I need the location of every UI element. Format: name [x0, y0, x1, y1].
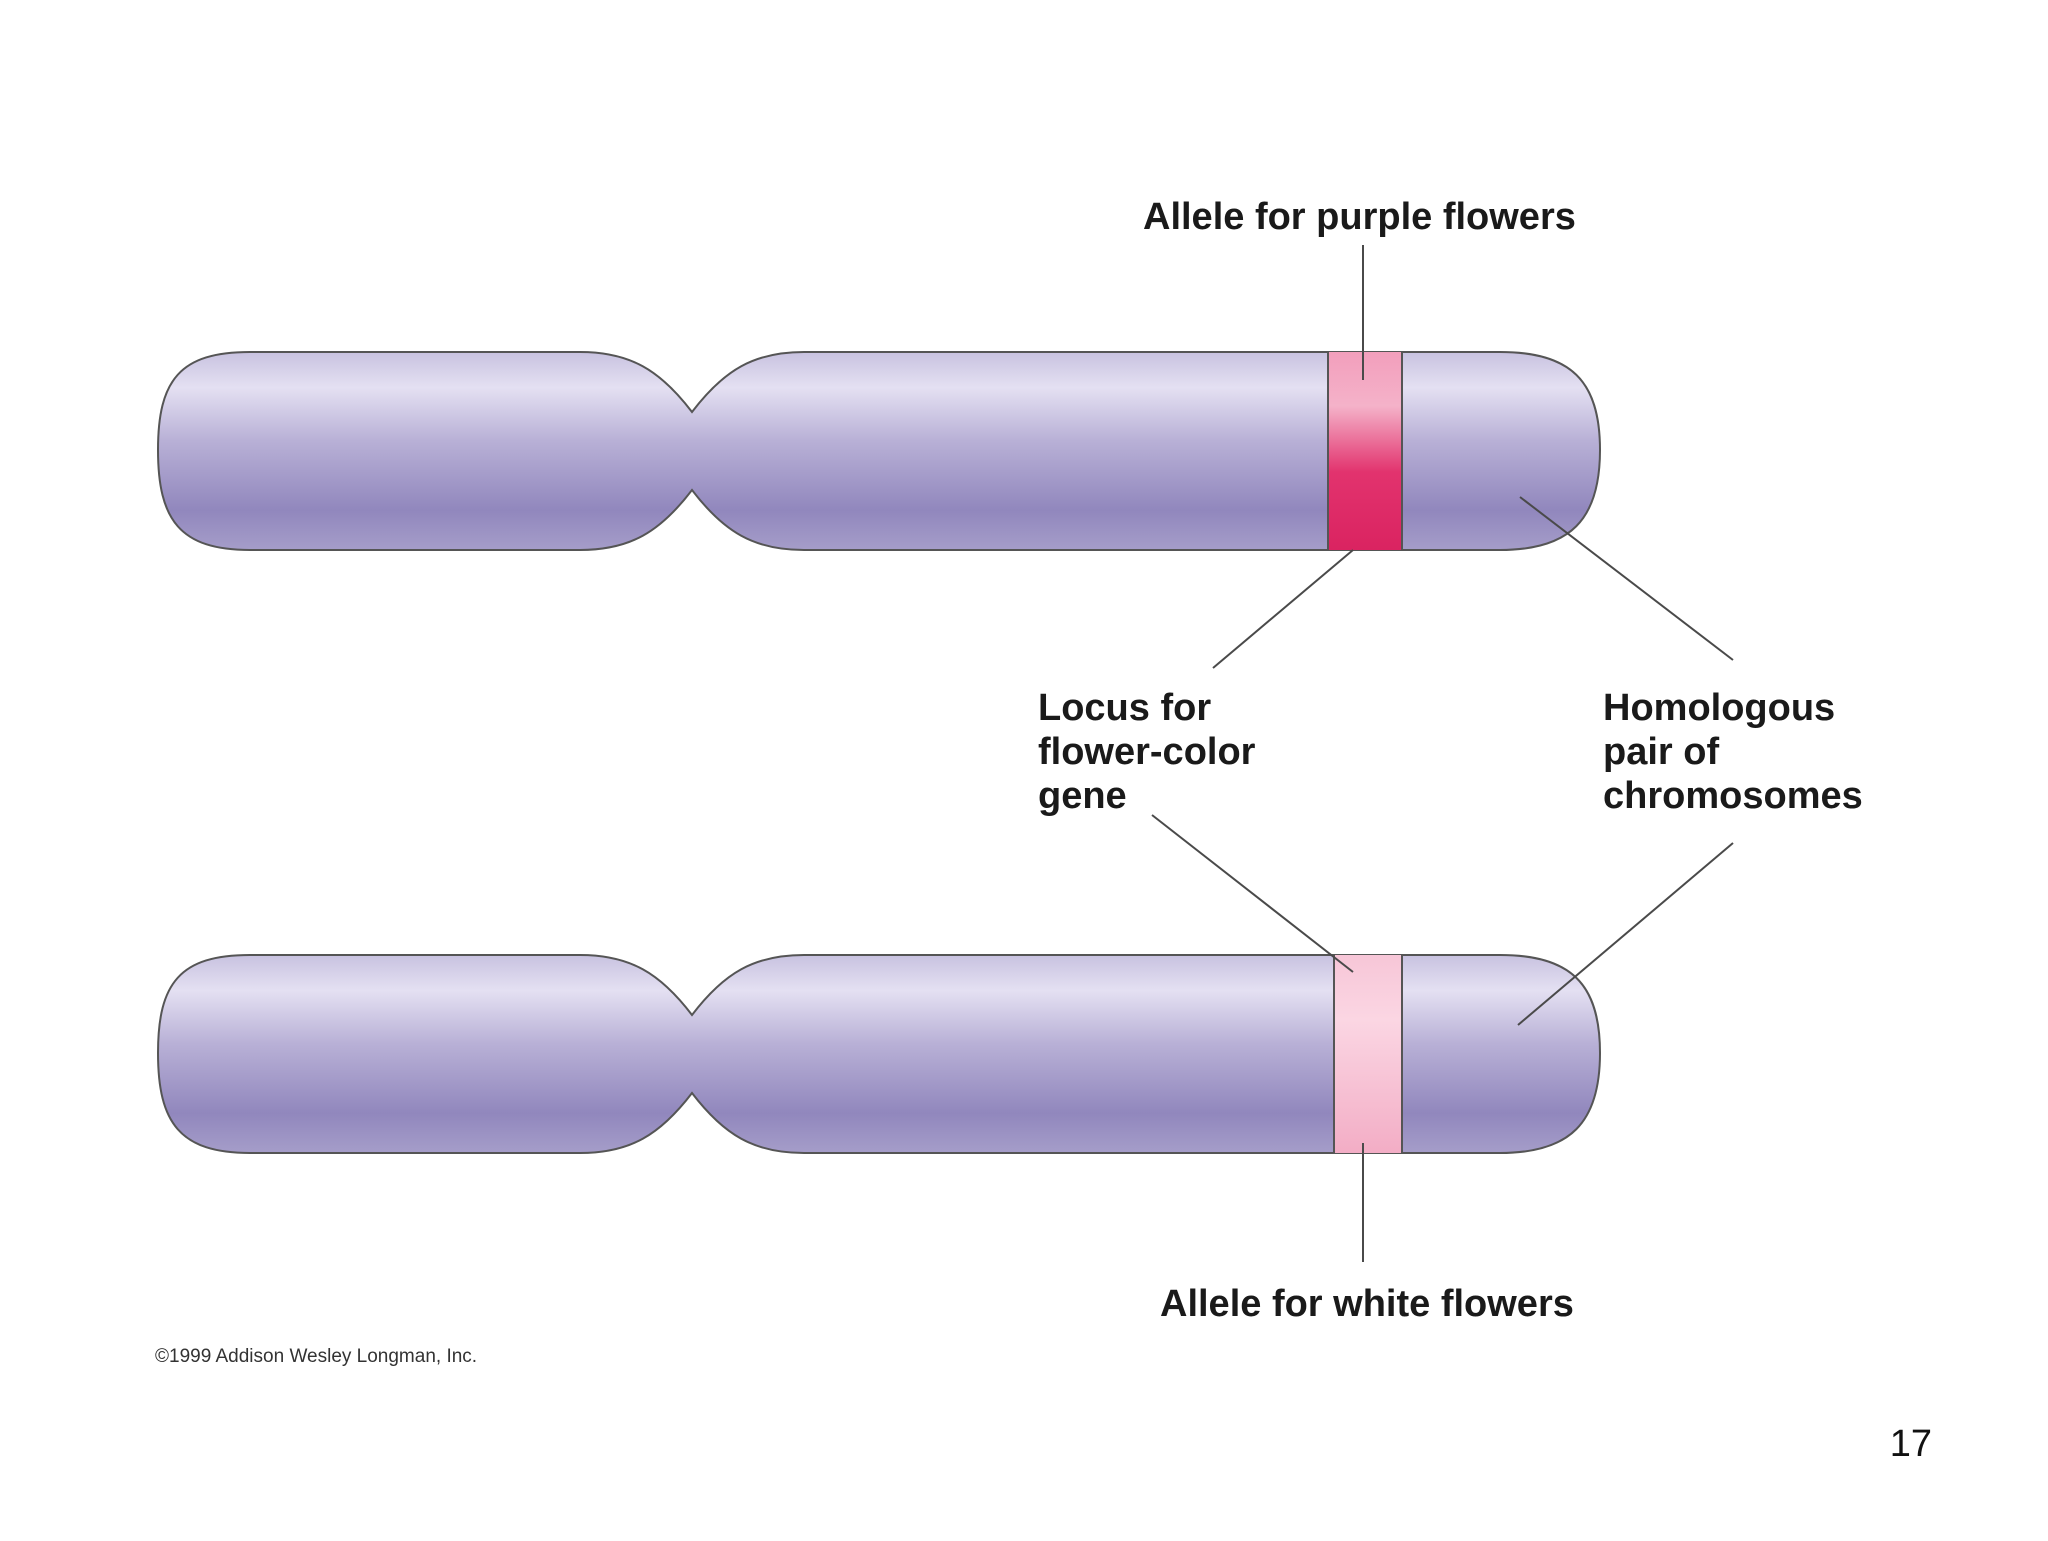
- purple-allele-band: [1328, 352, 1402, 550]
- label-locus-line1: Locus for: [1038, 687, 1211, 729]
- label-locus-line2: flower-color: [1038, 731, 1256, 773]
- leader-homologous-top: [1519, 496, 1734, 661]
- label-homologous-line1: Homologous: [1603, 687, 1835, 729]
- white-allele-band: [1334, 955, 1402, 1153]
- chromosome-bottom: [156, 954, 1602, 1154]
- label-homologous-line2: pair of: [1603, 731, 1719, 773]
- label-allele-purple: Allele for purple flowers: [1143, 196, 1576, 238]
- page-number: 17: [1890, 1423, 1932, 1465]
- copyright-text: ©1999 Addison Wesley Longman, Inc.: [155, 1346, 477, 1367]
- label-homologous-line3: chromosomes: [1603, 775, 1863, 817]
- label-locus-line3: gene: [1038, 775, 1127, 817]
- chromosome-top-body: [156, 351, 1602, 551]
- leader-locus-bottom: [1151, 814, 1354, 973]
- leader-locus-top: [1212, 549, 1354, 669]
- chromosome-top: [156, 351, 1602, 551]
- chromosome-bottom-body: [156, 954, 1602, 1154]
- label-allele-white: Allele for white flowers: [1160, 1283, 1574, 1325]
- leader-homologous-bottom: [1517, 842, 1734, 1026]
